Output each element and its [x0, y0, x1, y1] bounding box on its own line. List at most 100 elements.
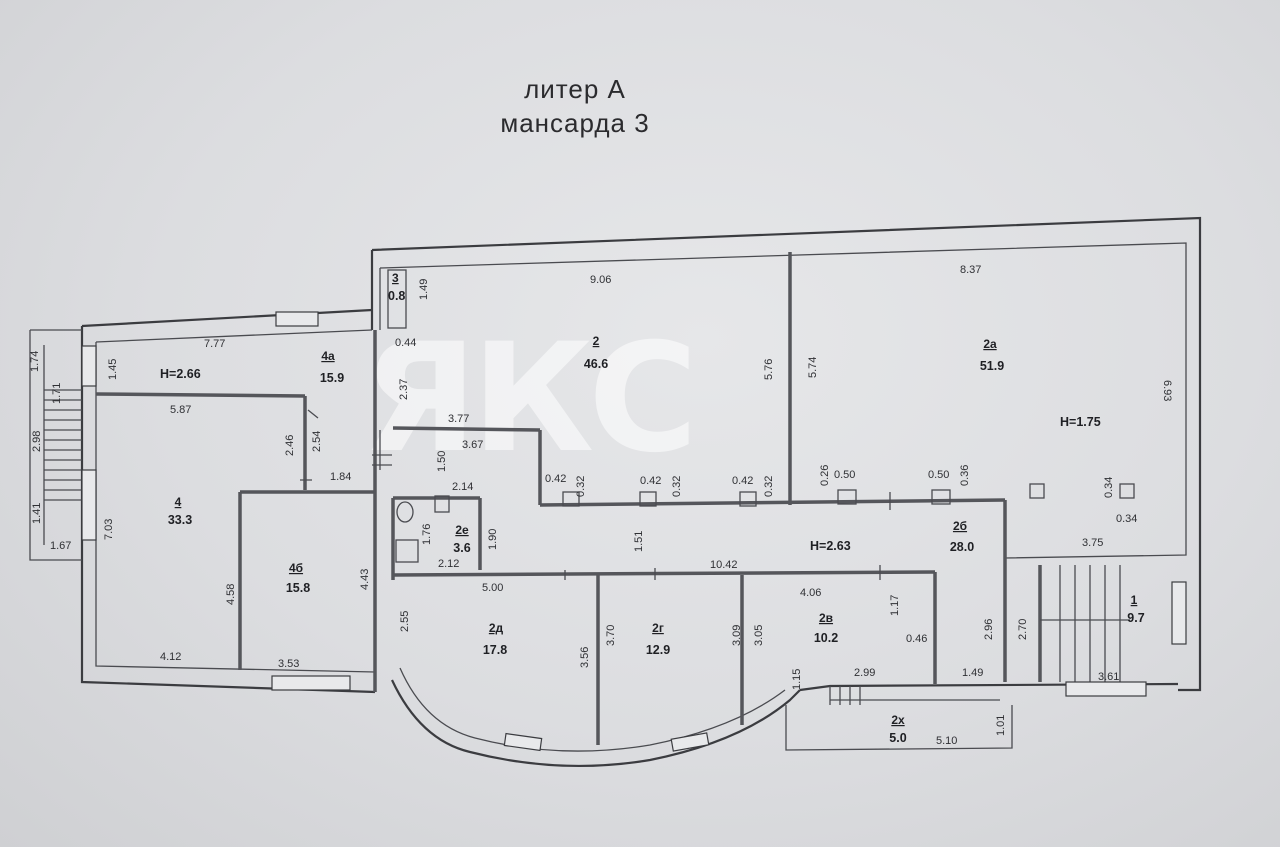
dimension-label: 1.67	[50, 540, 71, 552]
room-area: 51.9	[980, 359, 1004, 373]
room-area: 28.0	[950, 540, 974, 554]
room-area: 15.8	[286, 581, 310, 595]
dimension-label: 1.90	[487, 529, 499, 550]
dimension-label: 7.77	[204, 338, 225, 350]
room-id: 3	[392, 271, 399, 285]
dimension-label: 0.36	[959, 465, 971, 486]
dimension-label: 2.14	[452, 481, 473, 493]
dimension-labels: 9.06 8.37 1.49 0.44 2.37 5.76 5.74 6.93 …	[29, 264, 1173, 747]
dimension-label: 1.84	[330, 471, 351, 483]
room-id: 2	[593, 334, 600, 348]
dimension-label: 5.10	[936, 735, 957, 747]
room-id: 2в	[819, 611, 833, 625]
dimension-label: 0.26	[819, 465, 831, 486]
dimension-label: 3.56	[579, 647, 591, 668]
dimension-label: 1.50	[436, 451, 448, 472]
room-id: 1	[1131, 593, 1138, 607]
room-id: 4	[175, 495, 182, 509]
room-id: 2г	[652, 621, 664, 635]
dimension-label: 3.67	[462, 439, 483, 451]
room-id: 4а	[321, 349, 335, 363]
room-id: 4б	[289, 561, 303, 575]
dimension-label: 7.03	[103, 519, 115, 540]
dimension-label: 8.37	[960, 264, 981, 276]
dimension-label: 10.42	[710, 559, 738, 571]
dimension-label: 1.51	[633, 531, 645, 552]
room-area: 17.8	[483, 643, 507, 657]
room-area: 5.0	[889, 731, 906, 745]
room-area: 9.7	[1127, 611, 1144, 625]
outer-walls	[29, 216, 1202, 767]
dimension-label: 1.41	[31, 503, 43, 524]
dimension-label: 5.87	[170, 404, 191, 416]
dimension-label: 0.32	[671, 476, 683, 497]
room-id: 2а	[983, 337, 997, 351]
room-area: 10.2	[814, 631, 838, 645]
room-area: 33.3	[168, 513, 192, 527]
dimension-label: 6.93	[1161, 380, 1173, 401]
dimension-label: 3.53	[278, 658, 299, 670]
dimension-label: 3.09	[731, 625, 743, 646]
dimension-label: 0.32	[763, 476, 775, 497]
dimension-label: 5.74	[807, 357, 819, 378]
dimension-label: 4.43	[359, 569, 371, 590]
dimension-label: 3.05	[753, 625, 765, 646]
windows	[81, 311, 1187, 752]
dimension-label: 1.01	[995, 715, 1007, 736]
dimension-label: 4.06	[800, 587, 821, 599]
dimension-label: 0.42	[732, 475, 753, 487]
room-id: 2д	[489, 621, 504, 635]
room-area: 15.9	[320, 371, 344, 385]
dimension-label: 2.37	[398, 379, 410, 400]
dimension-label: 2.12	[438, 558, 459, 570]
dimension-label: 5.76	[763, 359, 775, 380]
dimension-label: 0.42	[640, 475, 661, 487]
room-id: 2б	[953, 519, 967, 533]
dimension-label: 5.00	[482, 582, 503, 594]
dimension-label: 0.34	[1116, 513, 1137, 525]
watermark: ЯКС	[362, 312, 692, 486]
dimension-label: 2.55	[399, 611, 411, 632]
dimension-label: 0.34	[1103, 477, 1115, 498]
room-area: 12.9	[646, 643, 670, 657]
room-area: 46.6	[584, 357, 608, 371]
plan-title: литер А мансарда 3	[430, 72, 720, 140]
dimension-label: 3.61	[1098, 671, 1119, 683]
dimension-label: 1.45	[107, 359, 119, 380]
dimension-label: 0.46	[906, 633, 927, 645]
dimension-label: 2.99	[854, 667, 875, 679]
dimension-label: 0.50	[834, 469, 855, 481]
dimension-label: 2.46	[284, 435, 296, 456]
dimension-label: 2.70	[1017, 619, 1029, 640]
dimension-label: 0.44	[395, 337, 416, 349]
dimension-label: 9.06	[590, 274, 611, 286]
plan-title-line2: мансарда 3	[500, 108, 650, 138]
dimension-label: 0.32	[575, 476, 587, 497]
dimension-label: 0.50	[928, 469, 949, 481]
room-area: 3.6	[453, 541, 470, 555]
dimension-label: 2.96	[983, 619, 995, 640]
room-id: 2х	[891, 713, 905, 727]
dimension-label: 1.17	[889, 595, 901, 616]
dimension-label: 2.98	[31, 431, 43, 452]
dimension-label: 3.75	[1082, 537, 1103, 549]
dimension-label: 3.70	[605, 625, 617, 646]
dimension-label: 1.76	[421, 524, 433, 545]
dimension-label: 1.49	[962, 667, 983, 679]
height-label: H=1.75	[1060, 415, 1101, 429]
dimension-label: 1.71	[51, 383, 63, 404]
dimension-label: 1.15	[791, 669, 803, 690]
room-id: 2е	[455, 523, 469, 537]
room-labels: 3 0.8 2 46.6 2а 51.9 4а 15.9 4 33.3 4б 1…	[168, 271, 1145, 745]
dimension-label: 4.58	[225, 584, 237, 605]
dimension-label: 1.49	[418, 279, 430, 300]
height-label: H=2.63	[810, 539, 851, 553]
interior-walls	[95, 252, 1135, 745]
height-label: H=2.66	[160, 367, 201, 381]
room-area: 0.8	[388, 289, 405, 303]
dimension-label: 1.74	[29, 351, 41, 372]
dimension-label: 2.54	[311, 431, 323, 452]
dimension-label: 3.77	[448, 413, 469, 425]
